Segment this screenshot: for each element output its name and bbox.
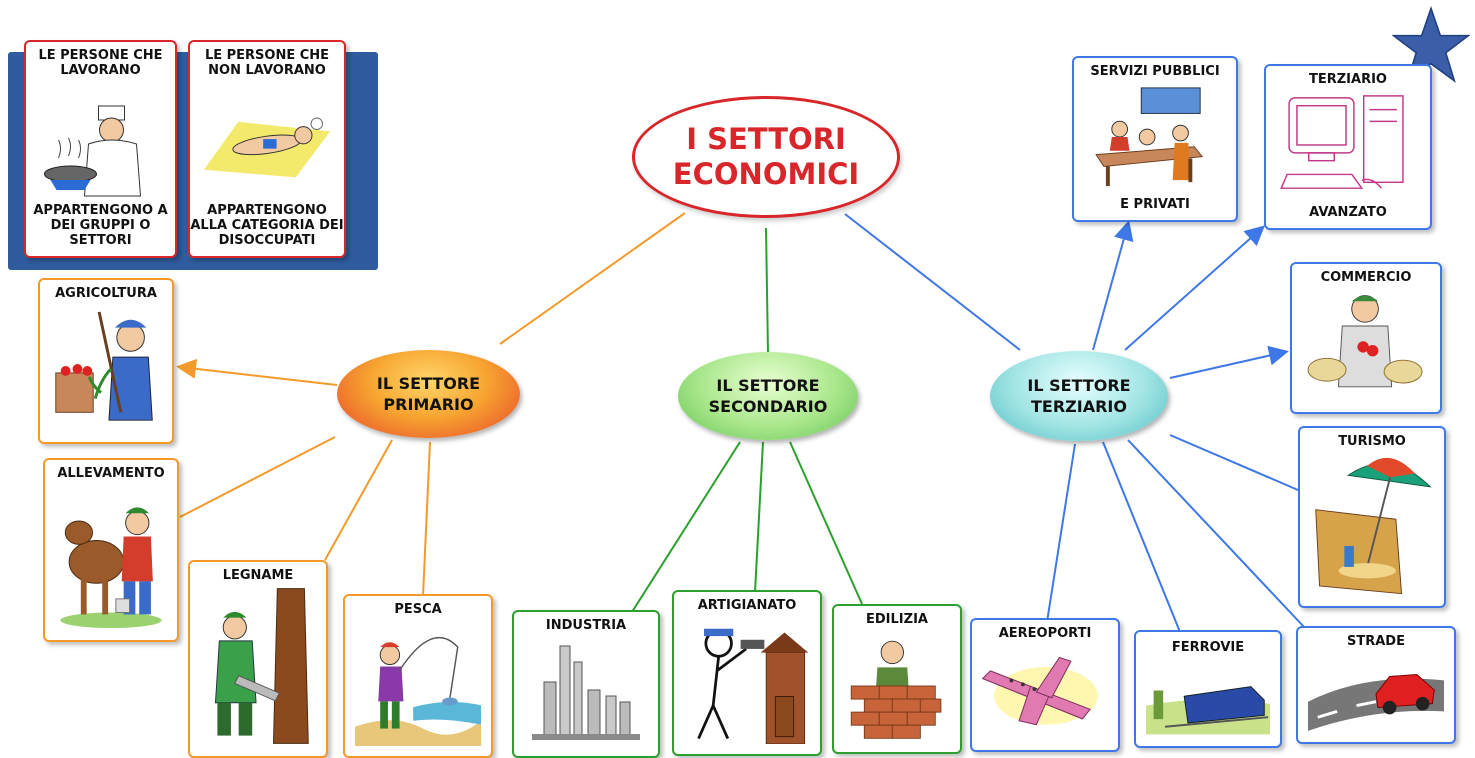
link-primary-legname: [324, 439, 393, 561]
link-title-primary: [499, 212, 686, 345]
card-edilizia: EDILIZIA: [832, 604, 962, 754]
link-secondary-industria: [631, 441, 741, 613]
card-workers: LE PERSONE CHE LAVORANO APPARTENGONO A D…: [24, 40, 177, 258]
card-ferrovie: FERROVIE: [1134, 630, 1282, 748]
link-secondary-artigianato: [754, 441, 764, 593]
link-tertiary-commercio: [1169, 345, 1289, 379]
card-artigianato: ARTIGIANATO: [672, 590, 822, 756]
card-label: AGRICOLTURA: [55, 286, 157, 301]
link-primary-pesca: [422, 441, 431, 597]
umbrella-suitcase-icon: [1310, 452, 1434, 596]
card-industria: INDUSTRIA: [512, 610, 660, 758]
card-aereoporti: AEREOPORTI: [970, 618, 1120, 752]
train-icon: [1146, 666, 1270, 736]
craftsman-icon: [684, 616, 810, 745]
computer-icon: [1276, 90, 1420, 198]
card-commercio: COMMERCIO: [1290, 262, 1442, 414]
factory-icon: [524, 636, 648, 746]
main-title: I SETTORI ECONOMICI: [632, 96, 900, 218]
link-tertiary-terziario: [1124, 225, 1265, 351]
sector-secondary: IL SETTORE SECONDARIO: [678, 352, 858, 440]
sector-tertiary: IL SETTORE TERZIARIO: [990, 351, 1168, 441]
card-legname: LEGNAME: [188, 560, 328, 758]
card-allevamento: ALLEVAMENTO: [43, 458, 179, 642]
link-tertiary-servizi: [1092, 220, 1134, 351]
bricklayer-icon: [844, 630, 950, 742]
link-tertiary-strade: [1127, 439, 1306, 629]
card-label: ALLEVAMENTO: [57, 466, 165, 481]
car-road-icon: [1308, 652, 1444, 732]
card-strade: STRADE: [1296, 626, 1456, 744]
card-label: SERVIZI PUBBLICI: [1090, 64, 1220, 79]
workers-bottom-label: APPARTENGONO A DEI GRUPPI O SETTORI: [33, 203, 168, 248]
card-label-2: E PRIVATI: [1120, 197, 1190, 212]
non-workers-bottom-label: APPARTENGONO ALLA CATEGORIA DEI DISOCCUP…: [190, 203, 344, 248]
card-agricoltura: AGRICOLTURA: [38, 278, 174, 444]
sunbather-icon: [200, 98, 334, 184]
fishing-icon: [355, 620, 481, 746]
sector-primary: IL SETTORE PRIMARIO: [337, 350, 520, 438]
card-label: COMMERCIO: [1320, 270, 1412, 285]
farmer-icon: [50, 304, 162, 432]
workers-top-label: LE PERSONE CHE LAVORANO: [38, 48, 163, 78]
link-title-tertiary: [844, 213, 1021, 351]
card-label: LEGNAME: [222, 568, 294, 583]
vendor-icon: [1302, 288, 1430, 402]
non-workers-top-label: LE PERSONE CHE NON LAVORANO: [204, 48, 330, 78]
lumberjack-icon: [200, 586, 316, 746]
airplane-icon: [981, 644, 1108, 740]
card-label: TERZIARIO: [1309, 72, 1387, 87]
card-non-workers: LE PERSONE CHE NON LAVORANO APPARTENGONO…: [188, 40, 346, 258]
link-primary-allevamento: [179, 436, 336, 518]
link-tertiary-turismo: [1169, 434, 1299, 491]
link-title-secondary: [765, 227, 769, 355]
card-label-2: AVANZATO: [1309, 205, 1387, 220]
link-tertiary-ferrovie: [1102, 441, 1181, 633]
card-label: AEREOPORTI: [998, 626, 1092, 641]
card-label: FERROVIE: [1171, 640, 1245, 655]
card-label: ARTIGIANATO: [697, 598, 797, 613]
card-servizi: SERVIZI PUBBLICI E PRIVATI: [1072, 56, 1238, 222]
card-terziario-avanzato: TERZIARIO AVANZATO: [1264, 64, 1432, 230]
card-label: EDILIZIA: [866, 612, 928, 627]
card-label: PESCA: [394, 602, 442, 617]
card-label: STRADE: [1347, 634, 1405, 649]
star-icon: [1392, 6, 1470, 83]
link-primary-agricoltura: [176, 358, 338, 386]
link-secondary-edilizia: [789, 441, 863, 605]
cow-icon: [55, 484, 167, 630]
card-turismo: TURISMO: [1298, 426, 1446, 608]
card-label: TURISMO: [1338, 434, 1406, 449]
cook-icon: [36, 98, 165, 198]
link-tertiary-aereoporti: [1046, 443, 1076, 623]
classroom-icon: [1084, 82, 1226, 190]
card-label: INDUSTRIA: [545, 618, 627, 633]
card-pesca: PESCA: [343, 594, 493, 758]
